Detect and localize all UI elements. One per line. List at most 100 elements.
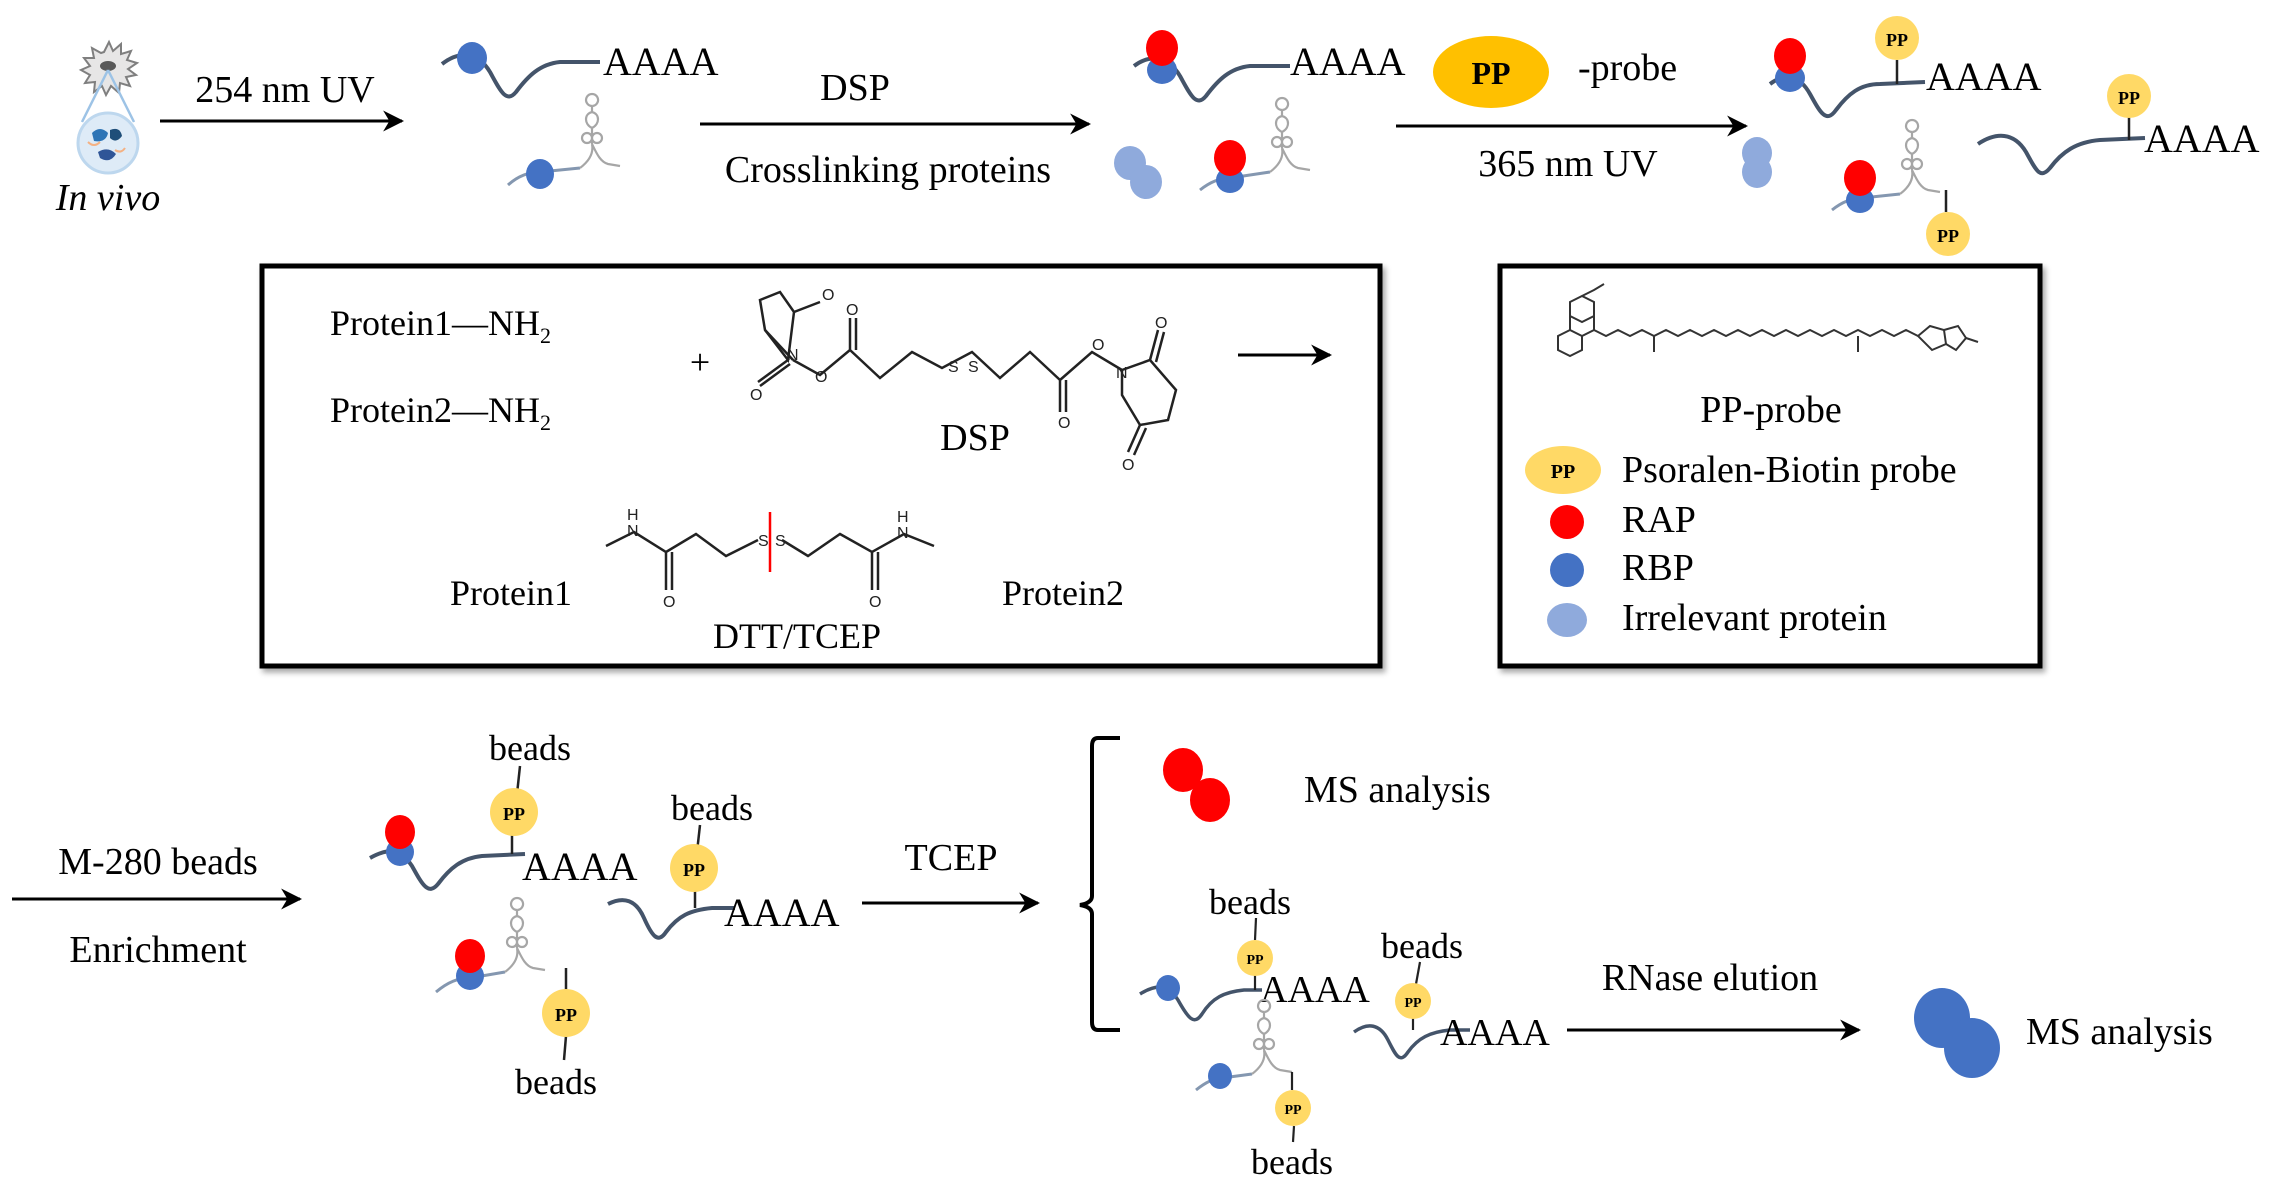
rbp-icon xyxy=(1156,975,1180,1001)
svg-text:PP: PP xyxy=(1551,461,1575,483)
pp-probe-badge: PP xyxy=(1433,36,1549,108)
svg-text:S: S xyxy=(968,359,979,376)
rbp-legend-icon xyxy=(1550,553,1584,587)
rbp-icon xyxy=(1208,1063,1232,1089)
rap-icon xyxy=(1214,140,1246,176)
product-atom-labels: H N S S O H N O xyxy=(627,507,909,611)
svg-text:PP: PP xyxy=(1246,953,1264,968)
product-protein1: Protein1 xyxy=(450,573,572,613)
svg-text:Irrelevant protein: Irrelevant protein xyxy=(1622,597,1887,639)
crosslinked-product-structure xyxy=(605,530,935,590)
svg-text:PP: PP xyxy=(555,1005,577,1025)
rap-icon xyxy=(455,939,485,973)
rnase-elution-label: RNase elution xyxy=(1602,957,1818,999)
pp-legend-icon xyxy=(1525,446,1601,494)
beads-label: beads xyxy=(515,1062,597,1102)
m280-beads-label: M-280 beads xyxy=(58,841,257,883)
svg-text:PP: PP xyxy=(503,804,525,824)
beads-label: beads xyxy=(671,788,753,828)
ncrna-rap-rbp-pp-complex-3: PP xyxy=(1831,118,1970,256)
pp-probe-structure-label: PP-probe xyxy=(1700,389,1841,431)
polyA-tail: AAAA xyxy=(1260,969,1370,1011)
dsp-structure-label: DSP xyxy=(940,417,1010,459)
rap-icon xyxy=(385,815,415,849)
tcep-label: TCEP xyxy=(905,837,998,879)
enriched-mrna-pp: PP xyxy=(607,824,735,940)
mrna-rap-rbp-pp-complex-3: PP xyxy=(1768,16,1926,118)
legend-item-rbp: RBP xyxy=(1550,547,1694,589)
svg-text:PP: PP xyxy=(2118,88,2140,108)
svg-text:H: H xyxy=(627,507,639,524)
svg-text:RBP: RBP xyxy=(1622,547,1694,589)
product-protein2: Protein2 xyxy=(1002,573,1124,613)
legend-item-irrelevant: Irrelevant protein xyxy=(1547,597,1887,639)
pp-badge xyxy=(1395,983,1431,1019)
irrelevant-legend-icon xyxy=(1547,603,1587,637)
reactant-protein1: Protein1—NH2 xyxy=(330,303,551,348)
mrna-rbp-complex-1 xyxy=(440,42,600,99)
ncrna-rap-rbp-complex-2 xyxy=(1199,96,1312,193)
svg-text:PP: PP xyxy=(683,860,705,880)
svg-text:S: S xyxy=(758,533,769,550)
pp-badge xyxy=(2107,74,2151,118)
pp-badge xyxy=(1875,16,1919,60)
bound-ncrna-rbp: PP xyxy=(1195,998,1311,1143)
svg-text:O: O xyxy=(822,287,834,304)
svg-text:O: O xyxy=(1092,337,1104,354)
mrna-rap-rbp-complex-2 xyxy=(1132,30,1290,103)
svg-text:N: N xyxy=(897,525,909,542)
probe-suffix-label: -probe xyxy=(1578,47,1677,89)
svg-text:O: O xyxy=(1058,415,1070,432)
svg-text:H: H xyxy=(897,509,909,526)
svg-text:RAP: RAP xyxy=(1622,499,1696,541)
irrelevant-protein-icon xyxy=(1742,137,1772,188)
svg-text:PP: PP xyxy=(1471,55,1510,91)
legend-item-rap: RAP xyxy=(1550,499,1696,541)
svg-text:PP: PP xyxy=(1284,1103,1302,1118)
legend-item-pp: PP Psoralen-Biotin probe xyxy=(1525,446,1957,494)
enrichment-label: Enrichment xyxy=(69,929,247,971)
beads-label: beads xyxy=(489,728,571,768)
dsp-atom-labels: O O N O O S S O N O O O xyxy=(750,287,1167,474)
svg-text:PP: PP xyxy=(1937,226,1959,246)
released-rap-icon xyxy=(1163,748,1230,822)
pp-badge xyxy=(670,844,718,892)
released-rbp-icon xyxy=(1914,988,2000,1078)
svg-text:PP: PP xyxy=(1886,30,1908,50)
pp-badge xyxy=(1275,1090,1311,1126)
cleavage-reagent-label: DTT/TCEP xyxy=(713,616,881,656)
crosslinking-label: Crosslinking proteins xyxy=(725,149,1051,191)
bound-mrna-rbp: PP xyxy=(1139,917,1273,1022)
dsp-label: DSP xyxy=(820,67,890,109)
svg-text:O: O xyxy=(1155,315,1167,332)
polyA-tail: AAAA xyxy=(603,39,719,84)
svg-text:O: O xyxy=(1122,457,1134,474)
svg-text:Psoralen-Biotin probe: Psoralen-Biotin probe xyxy=(1622,449,1957,491)
polyA-tail: AAAA xyxy=(1290,39,1406,84)
polyA-tail: AAAA xyxy=(724,890,840,935)
svg-text:O: O xyxy=(815,369,827,386)
svg-text:S: S xyxy=(775,533,786,550)
rap-icon xyxy=(1774,38,1806,74)
polyA-tail: AAAA xyxy=(522,844,638,889)
svg-text:PP: PP xyxy=(1404,996,1422,1011)
mrna-pp-complex-3: PP xyxy=(1976,74,2151,176)
ms-analysis-label-2: MS analysis xyxy=(2026,1011,2213,1053)
pp-badge xyxy=(490,788,538,836)
beads-label: beads xyxy=(1381,926,1463,966)
pp-badge xyxy=(542,989,590,1037)
svg-text:O: O xyxy=(846,302,858,319)
pp-probe-structure xyxy=(1557,283,1979,358)
rbp-icon xyxy=(526,159,554,189)
in-vivo-label: In vivo xyxy=(55,177,160,219)
svg-text:O: O xyxy=(869,594,881,611)
enriched-mrna-rap-rbp: PP xyxy=(369,765,538,891)
svg-text:N: N xyxy=(1116,365,1128,382)
branch-brace xyxy=(1079,736,1120,1032)
reaction-box xyxy=(259,263,1383,669)
svg-text:N: N xyxy=(787,347,799,364)
beads-label: beads xyxy=(1209,882,1291,922)
polyA-tail: AAAA xyxy=(1926,54,2042,99)
ms-analysis-label-1: MS analysis xyxy=(1304,769,1491,811)
ncrna-rbp-complex-1 xyxy=(506,92,622,189)
